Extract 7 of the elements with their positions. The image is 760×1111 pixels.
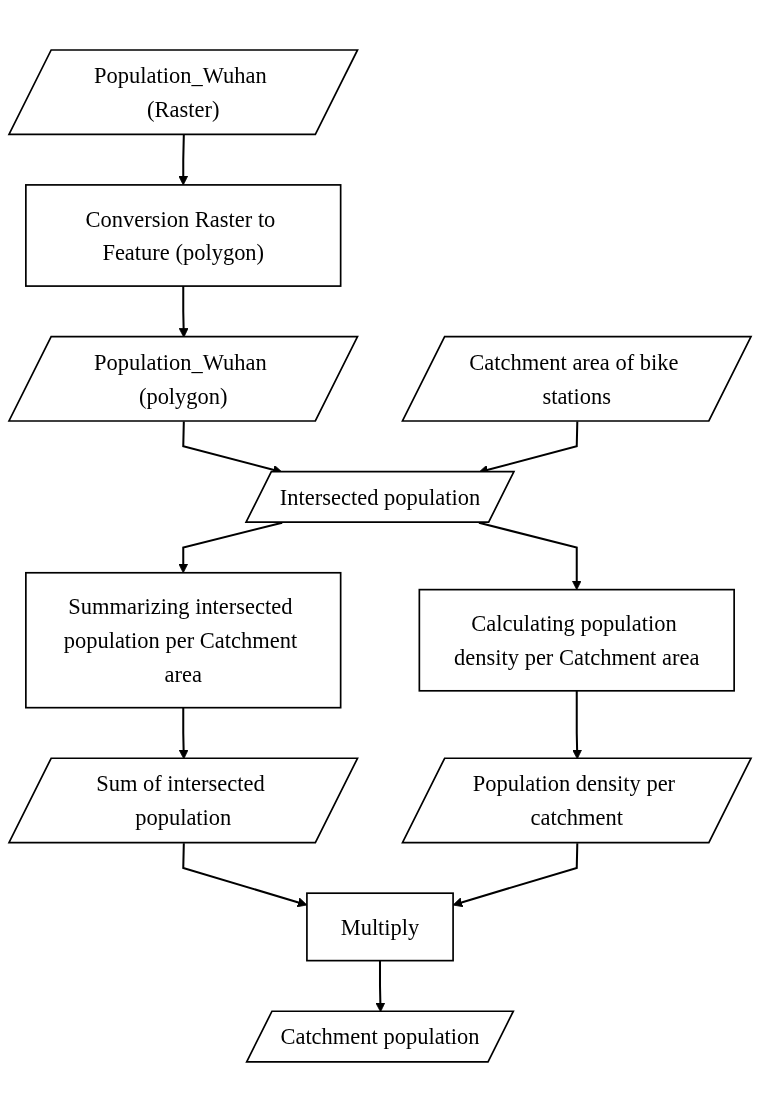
arrow: [478, 521, 582, 590]
node-box: Multiply: [306, 891, 454, 962]
node-box: Calculating population density per Catchment area: [418, 588, 735, 692]
node-box: Summarizing intersected population per Catchment area: [25, 571, 342, 709]
arrow: [178, 134, 189, 185]
arrow: [178, 521, 283, 573]
node-box: Conversion Raster to Feature (polygon): [25, 183, 342, 287]
